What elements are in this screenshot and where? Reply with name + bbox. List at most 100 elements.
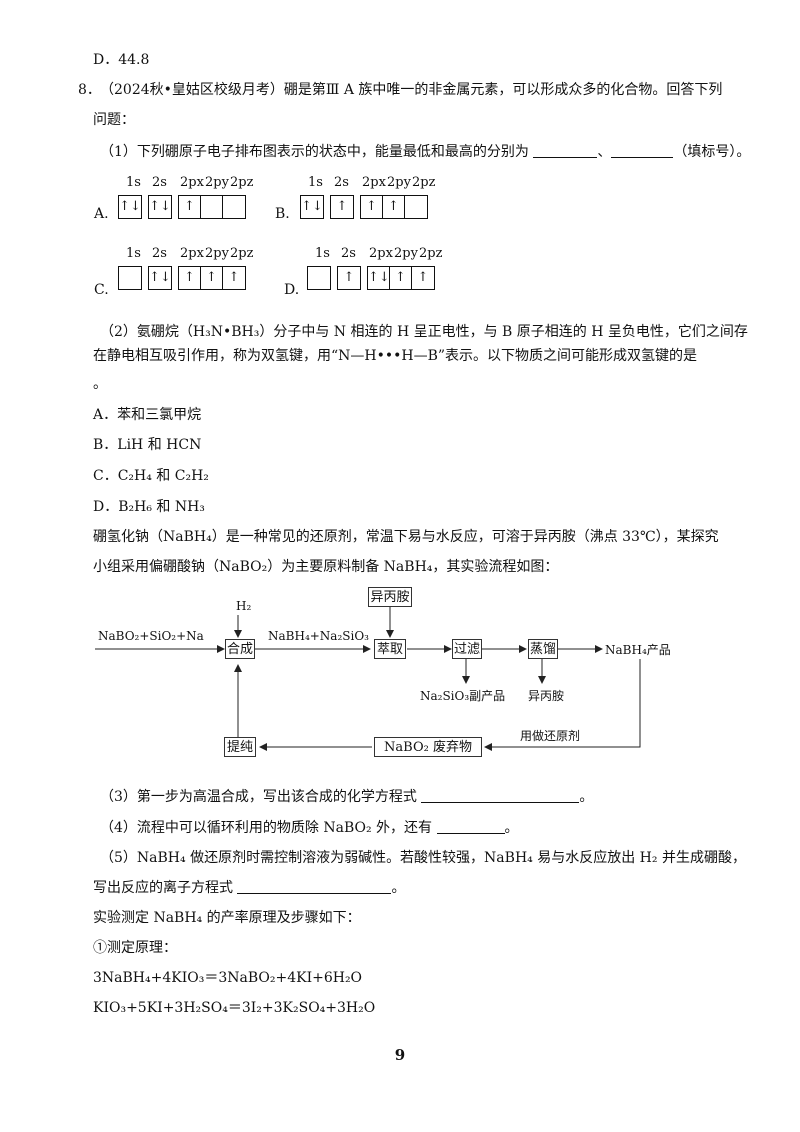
orbital-option-letter: B. [275,206,290,222]
orbital-box: ↑↓ [148,266,172,290]
orbital-label: 2py [387,175,411,190]
flow-arrows [95,607,641,751]
orbital-label: 2py [205,175,229,190]
orbital-box: ↑↑ [360,195,428,219]
answer-blank-synthesis[interactable] [421,788,580,803]
intro-line1: 硼氢化钠（NaBH₄）是一种常见的还原剂，常温下易与水反应，可溶于异丙胺（沸点 … [93,529,719,545]
orbital-cell: ↑ [228,270,240,285]
orbital-cell [405,196,427,218]
part5-text: 写出反应的离子方程式 [93,880,233,896]
orbital-label: 2s [341,246,356,261]
header-option: D．44.8 [93,52,150,68]
part1-text: （1）下列硼原子电子排布图表示的状态中，能量最低和最高的分别为 [100,144,529,160]
equation-1: 3NaBH₄+4KIO₃＝3NaBO₂+4KI+6H₂O [93,970,363,986]
orbital-cell: ↑↓ [149,270,171,285]
orbital-cell [201,196,223,218]
orbital-label: 2s [152,175,167,190]
orbital-label: 2py [394,246,418,261]
flow-box-extract: 萃取 [374,639,406,659]
answer-blank-highest[interactable] [611,143,674,158]
orbital-label: 2px [369,246,393,261]
orbital-label: 2s [152,246,167,261]
flow-box-ipa: 异丙胺 [368,587,412,607]
part2-line3: 。 [93,376,107,392]
orbital-box [307,266,331,290]
answer-blank-ionic[interactable] [237,879,392,894]
orbital-label: 2px [180,175,204,190]
orbital-cell: ↑ [361,196,383,218]
orbital-option-letter: A. [94,206,109,222]
orbital-label: 2pz [412,175,436,190]
orbital-label: 2pz [230,175,254,190]
orbital-cell: ↑ [201,267,223,289]
flow-product: NaBH₄产品 [605,643,671,657]
part1-question: （1）下列硼原子电子排布图表示的状态中，能量最低和最高的分别为 、 （填标号）。 [100,142,750,162]
question-stem-text: 硼是第Ⅲ A 族中唯一的非金属元素，可以形成众多的化合物。回答下列 [283,82,723,98]
orbital-label: 1s [126,175,141,190]
question-source: （2024秋•皇姑区校级月考） [100,82,284,98]
orbital-cell: ↑↓ [301,199,323,214]
orbital-label: 2px [180,246,204,261]
orbital-box: ↑↓↑↑ [367,266,435,290]
question-stem-line2: 问题： [93,112,135,128]
flow-box-purify: 提纯 [224,737,256,757]
option-b: B．LiH 和 HCN [93,437,202,453]
option-d: D．B₂H₆ 和 NH₃ [93,499,205,515]
flow-box-distill: 蒸馏 [528,639,558,659]
part2-line2: 在静电相互吸引作用，称为双氢键，用“N—H•••H—B”表示。以下物质之间可能形… [93,348,698,364]
part5-end: 。 [391,880,406,896]
option-a: A．苯和三氯甲烷 [93,407,202,423]
part3-text: （3）第一步为高温合成，写出该合成的化学方程式 [100,789,417,805]
orbital-cell: ↑↓ [368,267,390,289]
orbital-option-letter: C. [94,282,109,298]
part4: （4）流程中可以循环利用的物质除 NaBO₂ 外，还有 。 [100,818,519,838]
flow-h2: H₂ [236,599,252,613]
orbital-cell [119,267,141,289]
orbital-cell: ↑ [343,270,355,285]
answer-blank-recycle[interactable] [436,819,505,834]
orbital-box: ↑ [330,195,354,219]
flow-box-synth: 合成 [225,639,255,659]
orbital-label: 2px [362,175,386,190]
question-number: 8． [78,82,101,98]
intro-line2: 小组采用偏硼酸钠（NaBO₂）为主要原料制备 NaBH₄，其实验流程如图： [93,559,559,575]
orbital-label: 2pz [419,246,443,261]
flow-reactants: NaBO₂+SiO₂+Na [98,629,204,643]
part5-line2: 写出反应的离子方程式 。 [93,878,405,898]
flow-byproduct: Na₂SiO₃副产品 [420,689,506,703]
orbital-box: ↑ [337,266,361,290]
part1-separator: 、 [597,144,612,160]
orbital-label: 2py [205,246,229,261]
orbital-cell: ↑ [383,196,405,218]
part3: （3）第一步为高温合成，写出该合成的化学方程式 。 [100,787,593,807]
step1-label: ①测定原理： [93,940,177,956]
flow-diagram: NaBO₂+SiO₂+Na H₂ 合成 NaBH₄+Na₂SiO₃ 异丙胺 萃取… [0,585,800,765]
flow-ipa-out: 异丙胺 [528,689,565,703]
flow-box-waste: NaBO₂ 废弃物 [374,737,482,757]
question-stem-line1: （2024秋•皇姑区校级月考）硼是第Ⅲ A 族中唯一的非金属元素，可以形成众多的… [100,80,722,100]
orbital-cell [223,196,245,218]
orbital-cell: ↑ [390,267,412,289]
orbital-cell: ↑↓ [149,199,171,214]
part1-end: （填标号）。 [673,144,751,160]
flow-box-filter: 过滤 [452,639,482,659]
option-c: C．C₂H₄ 和 C₂H₂ [93,468,209,484]
equation-2: KIO₃+5KI+3H₂SO₄＝3I₂+3K₂SO₄+3H₂O [93,1000,376,1016]
orbital-cell: ↑ [336,199,348,214]
orbital-cell: ↑ [179,267,201,289]
orbital-box: ↑↓ [118,195,142,219]
page-number: 9 [394,1046,406,1064]
orbital-label: 2s [334,175,349,190]
part4-end: 。 [504,820,519,836]
part2-line1: （2）氨硼烷（H₃N•BH₃）分子中与 N 相连的 H 呈正电性，与 B 原子相… [100,324,748,340]
orbital-box [118,266,142,290]
measure-intro: 实验测定 NaBH₄ 的产率原理及步骤如下： [93,910,361,926]
orbital-label: 1s [315,246,330,261]
orbital-option-letter: D. [284,282,300,298]
orbital-label: 2pz [230,246,254,261]
orbital-cell: ↑ [179,196,201,218]
answer-blank-lowest[interactable] [533,143,598,158]
orbital-box: ↑↑↑ [178,266,246,290]
orbital-cell: ↑ [417,270,429,285]
flow-mid: NaBH₄+Na₂SiO₃ [268,629,369,643]
